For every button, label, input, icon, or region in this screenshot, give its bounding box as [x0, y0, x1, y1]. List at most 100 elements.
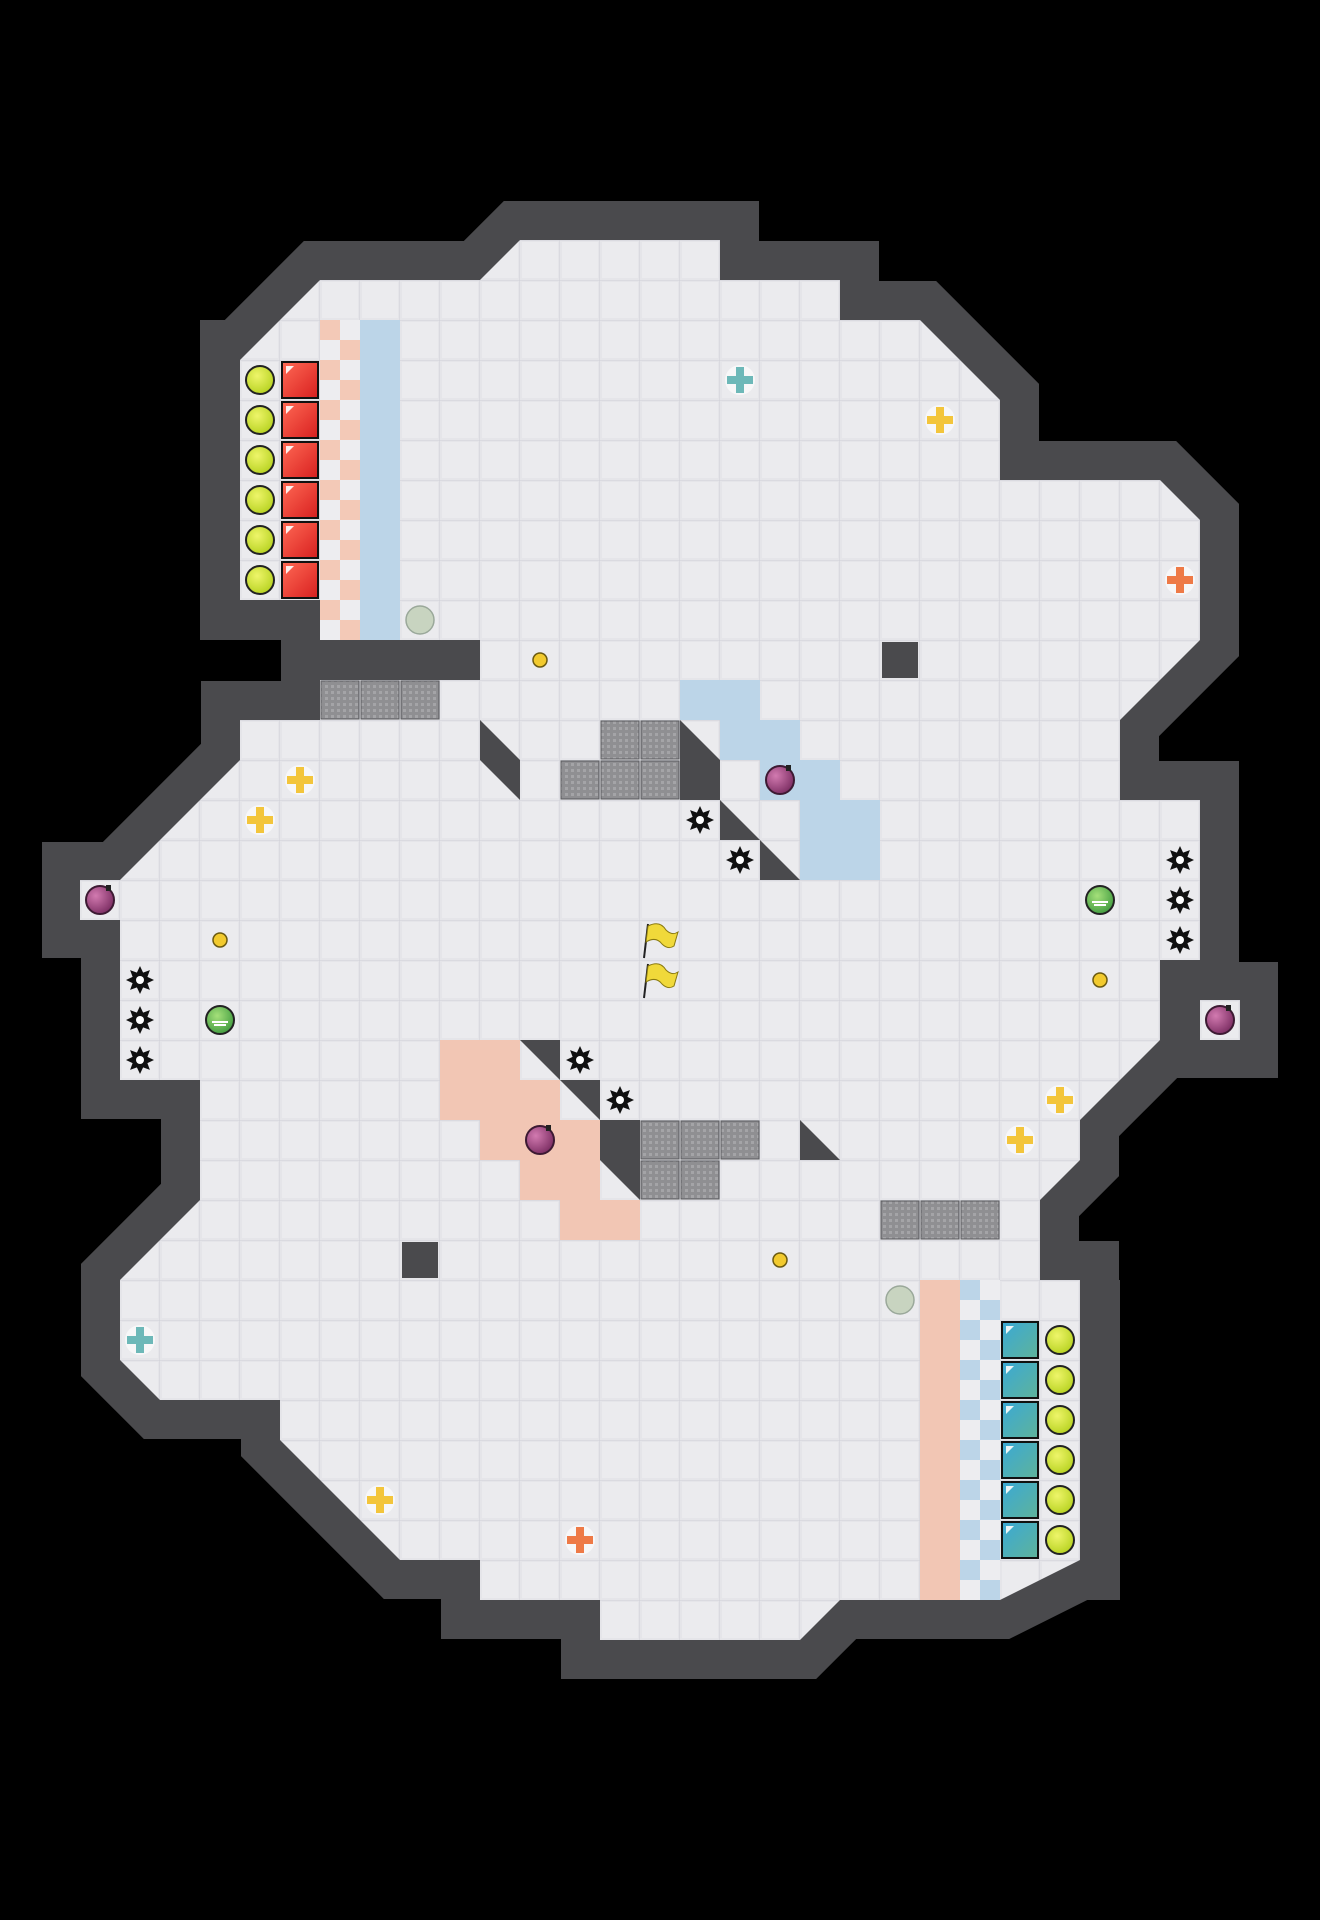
- spike-icon: [1166, 886, 1194, 914]
- powerup-icon: [212, 932, 228, 948]
- red-endzone-strip: [920, 1280, 960, 1600]
- boost-icon: [1045, 1085, 1075, 1115]
- wall-diagonal: [480, 720, 520, 800]
- gate-icon: [560, 760, 600, 800]
- wall-block: [882, 642, 918, 678]
- blue-checker-strip: [960, 1280, 1000, 1600]
- button-icon: [1045, 1525, 1075, 1555]
- red-checker-strip: [320, 320, 360, 640]
- gate-icon: [400, 680, 440, 720]
- button-icon: [245, 365, 275, 395]
- team-tile-icon: [281, 361, 319, 399]
- blue-zone-tile: [720, 680, 760, 720]
- button-icon: [245, 405, 275, 435]
- boost-icon: [565, 1525, 595, 1555]
- gate-icon: [600, 760, 640, 800]
- bomb-icon: [85, 885, 115, 915]
- blue-zone-tile: [800, 840, 840, 880]
- red-zone-tile: [520, 1080, 560, 1120]
- blue-zone-tile: [840, 800, 880, 840]
- spawn-icon: [405, 605, 435, 635]
- blue-zone-tile: [800, 800, 840, 840]
- team-zones: [320, 320, 1000, 1600]
- items: [85, 361, 1235, 1559]
- bomb-icon: [525, 1125, 555, 1155]
- team-tile-icon: [281, 481, 319, 519]
- gate-icon: [360, 680, 400, 720]
- red-zone-tile: [560, 1120, 600, 1160]
- spike-icon: [686, 806, 714, 834]
- team-tile-icon: [281, 561, 319, 599]
- button-icon: [245, 565, 275, 595]
- team-tile-icon: [1001, 1361, 1039, 1399]
- spike-icon: [126, 1046, 154, 1074]
- gate-icon: [640, 1120, 680, 1160]
- wall-diagonal: [720, 800, 760, 840]
- gate-icon: [640, 1160, 680, 1200]
- team-tile-icon: [1001, 1521, 1039, 1559]
- button-icon: [1045, 1445, 1075, 1475]
- boost-icon: [1165, 565, 1195, 595]
- red-zone-tile: [600, 1200, 640, 1240]
- wall-block: [402, 1242, 438, 1278]
- wall-diagonal: [680, 720, 720, 800]
- gate-icon: [600, 720, 640, 760]
- bomb-icon: [765, 765, 795, 795]
- bomb-icon: [1205, 1005, 1235, 1035]
- team-tile-icon: [1001, 1441, 1039, 1479]
- wall-diagonal: [800, 1120, 840, 1160]
- gate-icon: [920, 1200, 960, 1240]
- spike-icon: [726, 846, 754, 874]
- button-icon: [1045, 1485, 1075, 1515]
- blue-base-floor: [1000, 1320, 1080, 1560]
- button-icon: [1045, 1405, 1075, 1435]
- gate-icon: [640, 760, 680, 800]
- button-icon: [1045, 1325, 1075, 1355]
- red-zone-tile: [440, 1080, 480, 1120]
- gate-icon: [720, 1120, 760, 1160]
- gate-icon: [680, 1120, 720, 1160]
- button-icon: [1045, 1365, 1075, 1395]
- powerup-icon: [1092, 972, 1108, 988]
- blue-zone-tile: [840, 840, 880, 880]
- boost-icon: [725, 365, 755, 395]
- spike-icon: [1166, 846, 1194, 874]
- gate-icon: [640, 720, 680, 760]
- flag-icon: [643, 963, 679, 999]
- gate-icon: [960, 1200, 1000, 1240]
- blue-zone-tile: [800, 760, 840, 800]
- team-tile-icon: [1001, 1401, 1039, 1439]
- obstacles: [320, 642, 1000, 1278]
- gate-icon: [880, 1200, 920, 1240]
- team-tile-icon: [281, 401, 319, 439]
- blue-endzone-strip: [360, 320, 400, 640]
- wall-diagonal: [760, 840, 800, 880]
- red-zone-tile: [440, 1040, 480, 1080]
- wall-diagonal: [600, 1120, 640, 1200]
- boost-icon: [1005, 1125, 1035, 1155]
- spawn-icon: [885, 1285, 915, 1315]
- portal-icon: [1085, 885, 1115, 915]
- blue-zone-tile: [680, 680, 720, 720]
- boost-icon: [125, 1325, 155, 1355]
- spike-icon: [606, 1086, 634, 1114]
- red-zone-tile: [480, 1040, 520, 1080]
- blue-zone-tile: [720, 720, 760, 760]
- powerup-icon: [532, 652, 548, 668]
- spike-icon: [126, 1006, 154, 1034]
- gate-icon: [680, 1160, 720, 1200]
- spike-icon: [1166, 926, 1194, 954]
- red-zone-tile: [480, 1120, 520, 1160]
- red-base-floor: [240, 360, 320, 600]
- red-zone-tile: [560, 1160, 600, 1200]
- button-icon: [245, 525, 275, 555]
- blue-zone-tile: [760, 720, 800, 760]
- boost-icon: [285, 765, 315, 795]
- boost-icon: [365, 1485, 395, 1515]
- powerup-icon: [772, 1252, 788, 1268]
- button-icon: [245, 445, 275, 475]
- button-icon: [245, 485, 275, 515]
- flag-icon: [643, 923, 679, 959]
- portal-icon: [205, 1005, 235, 1035]
